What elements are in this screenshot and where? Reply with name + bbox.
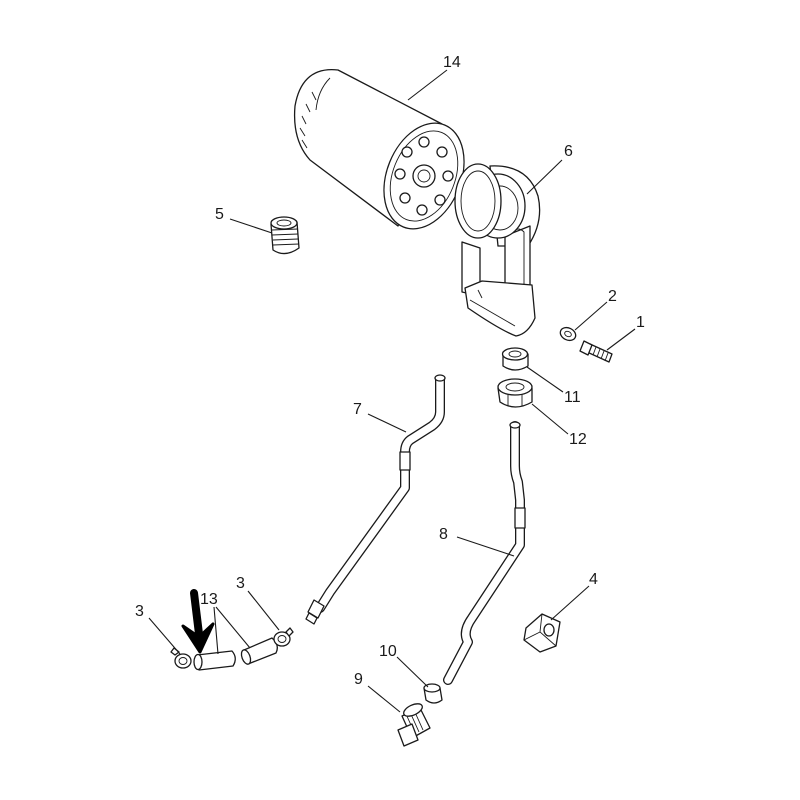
leader-13-a bbox=[213, 606, 219, 655]
callout-3-right: 3 bbox=[236, 575, 245, 592]
hose-segment-left bbox=[193, 650, 236, 671]
callout-3-left: 3 bbox=[135, 603, 144, 620]
leader-12 bbox=[531, 403, 569, 435]
oil-filter-canister bbox=[293, 69, 465, 230]
bolt bbox=[579, 340, 613, 363]
callout-labels: 14 6 5 2 1 11 12 7 8 3 13 3 4 10 9 bbox=[135, 54, 645, 688]
clip-block bbox=[523, 613, 561, 653]
oil-line-upper bbox=[305, 374, 446, 625]
callout-5: 5 bbox=[215, 206, 224, 223]
callout-14: 14 bbox=[443, 54, 461, 71]
leader-7 bbox=[367, 413, 407, 433]
down-arrow-icon bbox=[181, 589, 215, 654]
leader-8 bbox=[456, 536, 515, 557]
hose-segment-right bbox=[240, 637, 278, 665]
threaded-nipple bbox=[270, 216, 300, 255]
oil-line-lower bbox=[443, 421, 526, 685]
callout-11: 11 bbox=[564, 389, 581, 406]
leader-2 bbox=[574, 301, 608, 331]
callout-12: 12 bbox=[569, 431, 587, 448]
callout-8: 8 bbox=[439, 526, 448, 543]
leader-13-b bbox=[215, 606, 251, 649]
callout-10: 10 bbox=[379, 643, 397, 660]
leader-10 bbox=[396, 656, 429, 688]
washer bbox=[559, 326, 577, 342]
leader-lines bbox=[148, 69, 636, 713]
hose-clamp-left bbox=[170, 647, 192, 669]
threaded-fitting bbox=[397, 703, 431, 747]
sleeve bbox=[501, 347, 529, 371]
leader-4 bbox=[550, 585, 590, 621]
small-sleeve bbox=[423, 683, 443, 704]
filter-face-holes bbox=[394, 136, 454, 216]
callout-13: 13 bbox=[200, 591, 218, 608]
leader-5 bbox=[229, 218, 273, 234]
callout-1: 1 bbox=[636, 314, 645, 331]
hose-clamp-right bbox=[273, 627, 294, 647]
filter-head-adapter bbox=[454, 163, 541, 337]
leader-1 bbox=[606, 328, 636, 351]
callout-4: 4 bbox=[589, 571, 598, 588]
callout-2: 2 bbox=[608, 288, 617, 305]
leader-6 bbox=[526, 159, 563, 195]
leader-9 bbox=[367, 685, 401, 713]
leader-3-left bbox=[148, 617, 181, 655]
leader-14 bbox=[407, 69, 448, 101]
leader-3-right bbox=[247, 590, 280, 631]
leader-11 bbox=[526, 366, 564, 393]
callout-7: 7 bbox=[353, 401, 362, 418]
callout-9: 9 bbox=[354, 671, 363, 688]
nut bbox=[497, 378, 533, 408]
callout-6: 6 bbox=[564, 143, 573, 160]
